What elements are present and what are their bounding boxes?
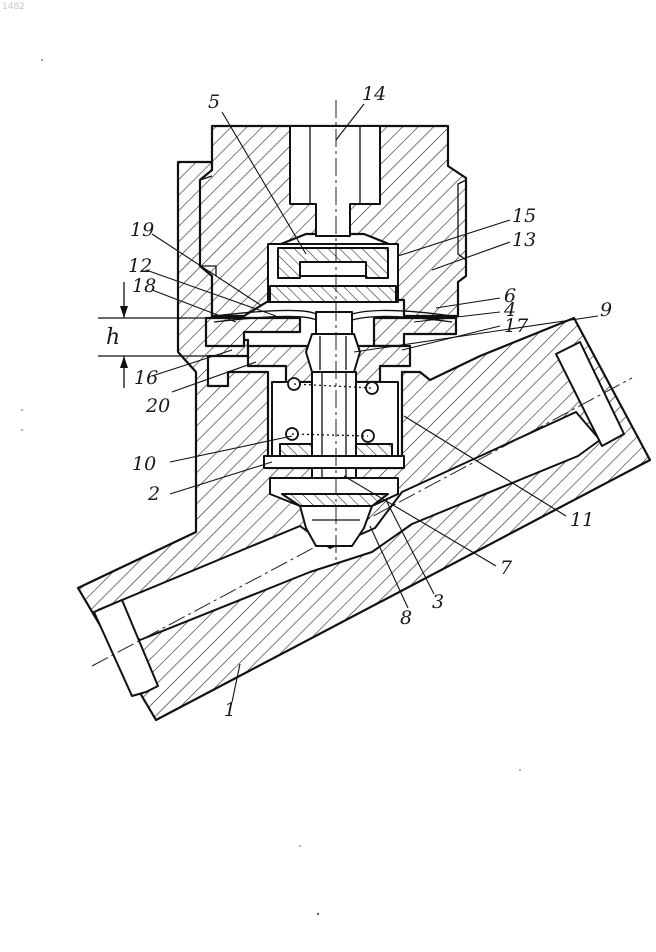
bonnet <box>200 126 466 316</box>
part-label-12: 12 <box>128 255 152 277</box>
part-label-7: 7 <box>500 557 513 579</box>
part-label-5: 5 <box>208 91 220 113</box>
part-label-20: 20 <box>145 395 170 417</box>
lower-chamber <box>248 334 410 480</box>
part-label-3: 3 <box>432 591 444 613</box>
spring-coil-icon <box>366 382 378 394</box>
part-label-11: 11 <box>570 509 594 531</box>
part-label-18: 18 <box>132 275 156 297</box>
diaphragm-flange-left <box>206 318 300 346</box>
part-label-14: 14 <box>362 83 386 105</box>
part-label-9: 9 <box>600 299 612 321</box>
nut-9 <box>306 334 360 372</box>
part-label-2: 2 <box>147 483 160 505</box>
dim-arrow-down-icon <box>120 306 128 318</box>
speck <box>21 409 23 411</box>
part-label-16: 16 <box>134 367 158 389</box>
corner-stamp: 1482 <box>2 2 25 12</box>
speck <box>41 59 43 61</box>
central-plug <box>316 312 352 334</box>
part-label-17: 17 <box>504 315 529 337</box>
dimension-h-label: h <box>106 325 120 350</box>
part-label-13: 13 <box>512 229 536 251</box>
stem-guide-2 <box>264 456 404 468</box>
spring-washer-10b <box>356 444 392 456</box>
part-label-19: 19 <box>130 219 154 241</box>
element-6-seat <box>270 286 396 302</box>
part-label-1: 1 <box>224 699 236 721</box>
disc-seal-8 <box>282 494 388 506</box>
speck <box>299 845 301 847</box>
speck <box>519 769 521 771</box>
spring-washer-10 <box>280 444 312 456</box>
speck <box>317 913 319 915</box>
dim-arrow-up-icon <box>120 356 128 368</box>
speck <box>21 429 23 431</box>
part-label-15: 15 <box>512 205 536 227</box>
part-label-10: 10 <box>132 453 156 475</box>
part-label-8: 8 <box>400 607 412 629</box>
element-5-disc <box>300 262 366 276</box>
